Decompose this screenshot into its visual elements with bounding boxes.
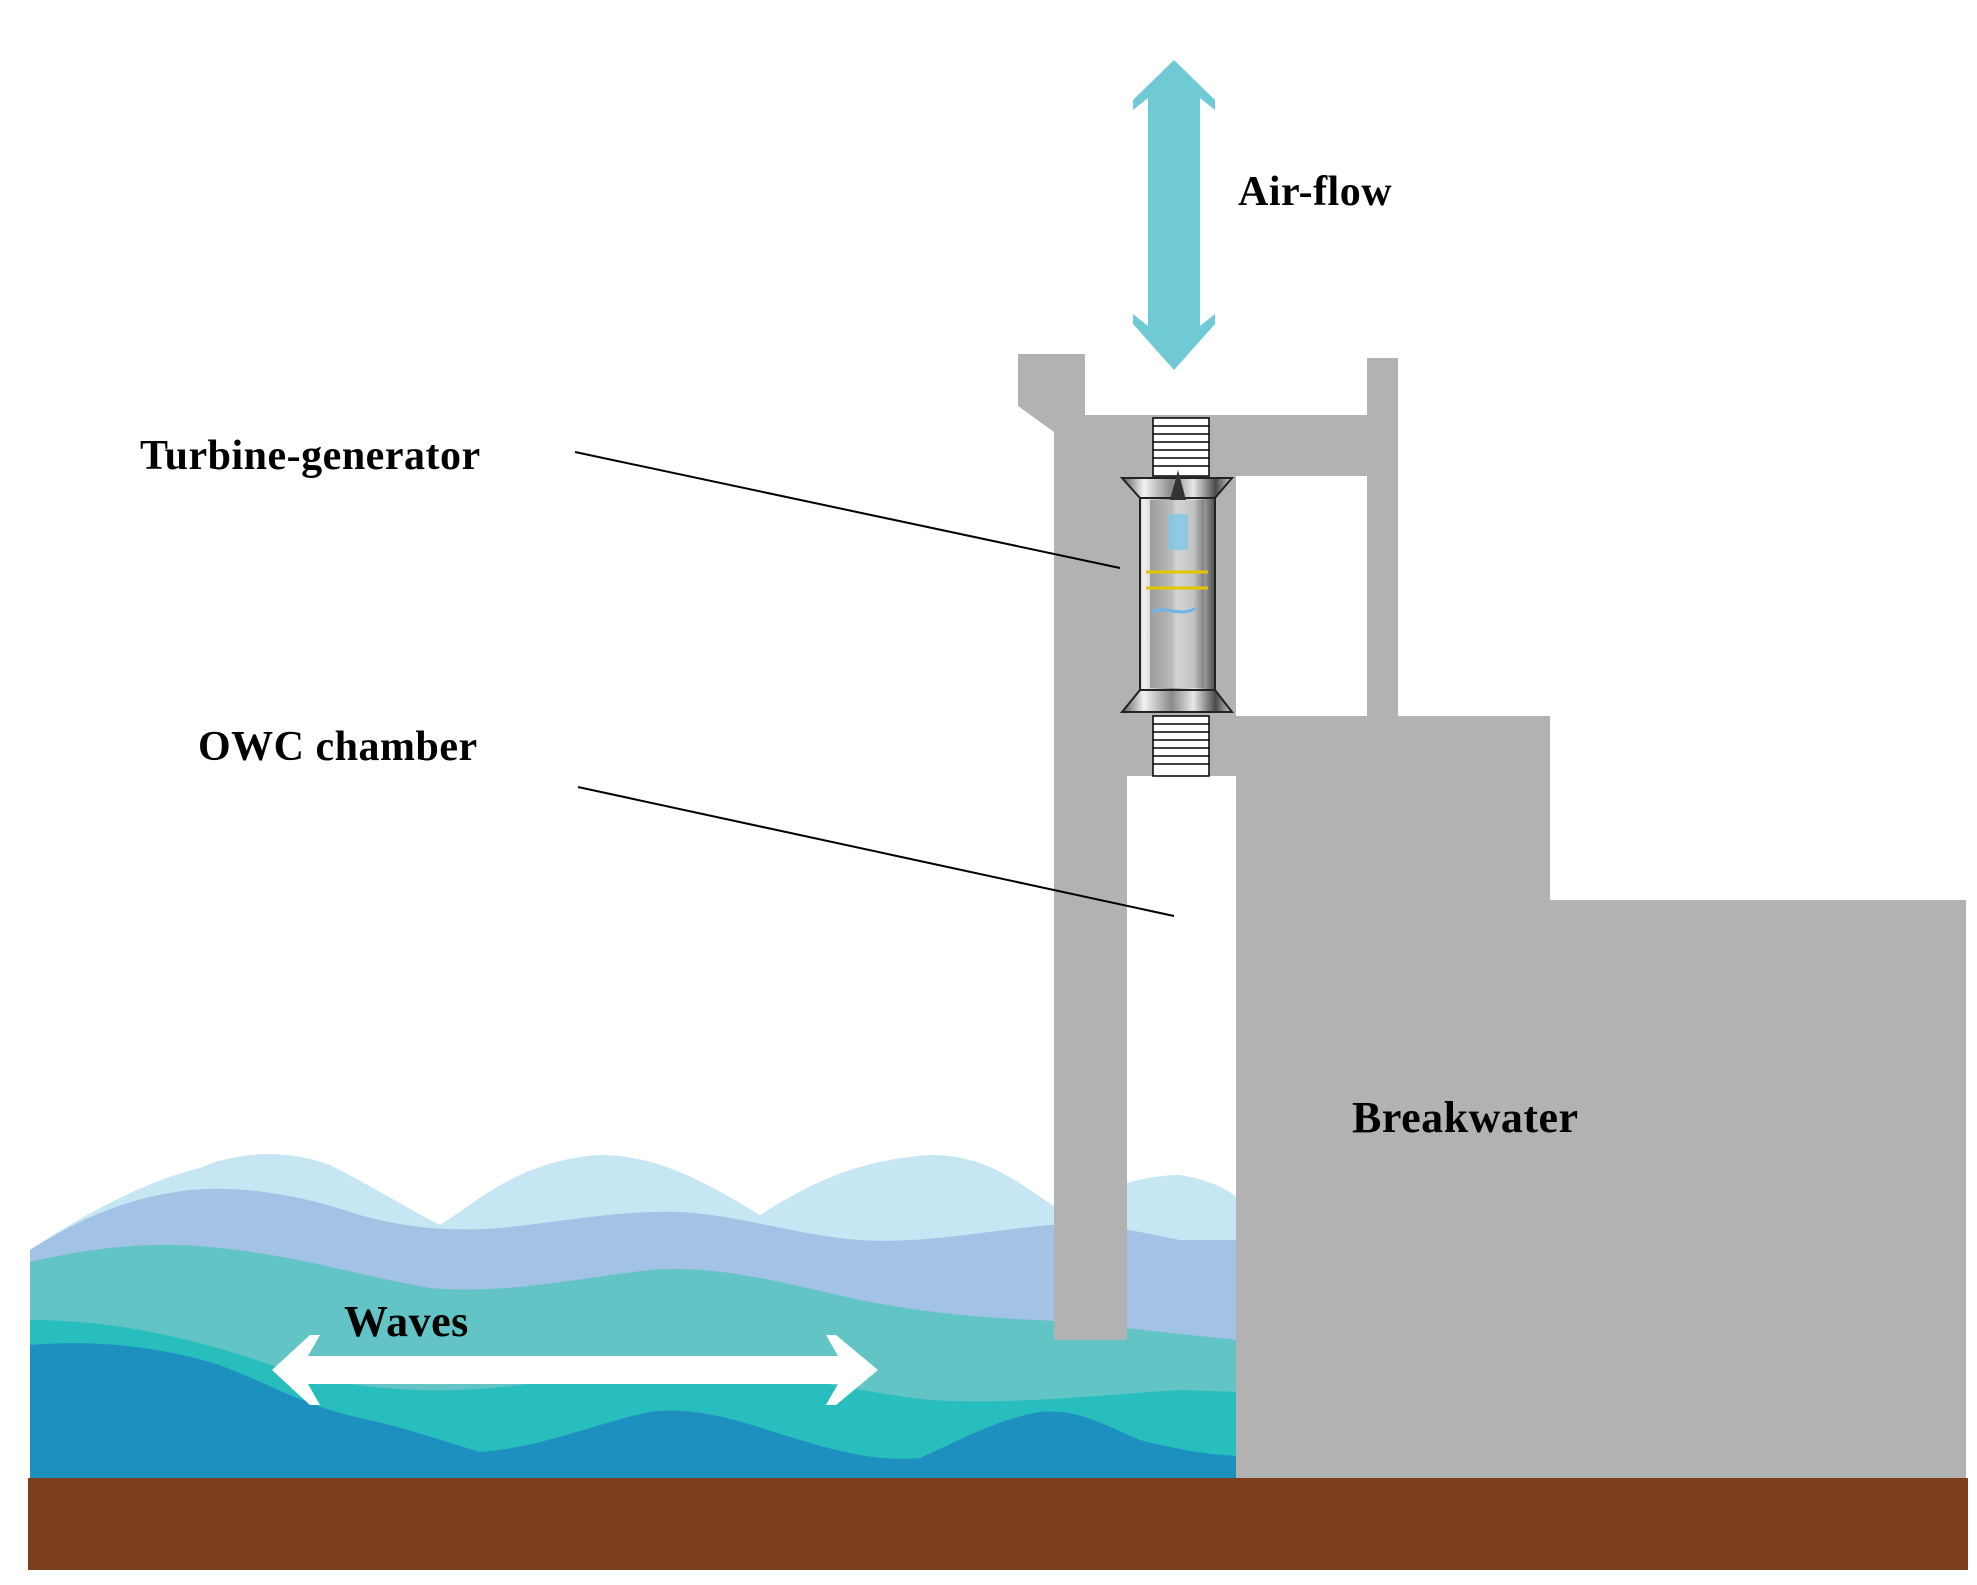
structure-group [1018,354,1966,1480]
turbine-leader-line [574,451,1121,569]
wave-layer-deep [30,1343,1240,1480]
owc-chamber-label: OWC chamber [198,724,478,770]
owc-leader-line [577,786,1175,917]
turbine-upper-grille [1152,417,1210,477]
chamber-frame [1018,354,1398,1340]
waves-label: Waves [344,1297,469,1346]
breakwater [1236,716,1966,1480]
turbine-generator-icon [1119,470,1235,713]
waves-arrow-icon [272,1335,878,1405]
breakwater-label: Breakwater [1352,1093,1579,1142]
seabed-ground [28,1478,1968,1570]
turbine-generator-label: Turbine-generator [140,433,481,479]
airflow-arrow-icon [1133,60,1215,370]
turbine-lower-grille [1152,715,1210,777]
airflow-label: Air-flow [1238,169,1393,215]
waves-group [30,1154,1240,1480]
